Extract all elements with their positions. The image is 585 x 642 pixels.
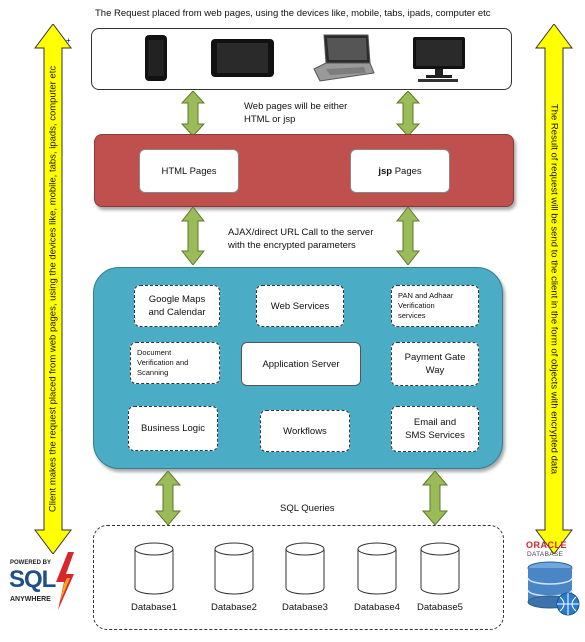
green-arrow-left-middle <box>181 207 205 265</box>
devices-box <box>91 28 512 90</box>
database-cylinder-5 <box>420 542 460 595</box>
logo-sql: SQL <box>9 566 56 593</box>
logo-oracle: ORACLE <box>526 540 567 550</box>
database-cylinder-4 <box>357 542 397 595</box>
database-cylinder-3 <box>285 542 325 595</box>
email-line2: SMS Services <box>405 430 465 441</box>
lightning-bolt-icon <box>56 552 74 610</box>
right-arrow-text: The Result of request will be send to th… <box>548 103 560 475</box>
database-area: Database1 Database2 Database3 Database4 … <box>93 525 504 630</box>
left-yellow-arrow <box>34 24 72 554</box>
tablet-icon <box>211 39 274 77</box>
application-server-label: Application Server <box>262 358 340 370</box>
google-maps-line2: and Calendar <box>148 307 206 318</box>
application-band: Google Maps and Calendar Web Services PAN… <box>93 267 503 469</box>
database-label-1: Database1 <box>131 602 177 613</box>
document-line1: Document <box>137 348 172 357</box>
pan-line2: Verification <box>398 301 435 310</box>
sql-anywhere-logo: POWERED BY SQL ANYWHERE <box>8 552 78 612</box>
business-logic-box: Business Logic <box>128 406 218 451</box>
green-arrow-right-top <box>396 91 420 136</box>
left-arrow-text: Client makes the request placed from web… <box>47 65 59 513</box>
email-line1: Email and <box>413 417 457 428</box>
jsp-pages-box: jsp Pages <box>350 149 450 193</box>
caption-sql: SQL Queries <box>280 503 335 514</box>
database-label-5: Database5 <box>417 602 463 613</box>
html-pages-label: HTML Pages <box>161 165 217 177</box>
application-server-box: Application Server <box>241 342 361 386</box>
database-stack-icon <box>527 561 580 616</box>
caption-web-pages-line2: HTML or jsp <box>244 114 296 125</box>
document-line3: Scanning <box>137 368 169 377</box>
caption-web-pages: Web pages will be either HTML or jsp <box>244 100 347 126</box>
logo-database: DATABASE <box>527 551 564 558</box>
database-cylinder-2 <box>214 542 254 595</box>
caption-ajax: AJAX/direct URL Call to the server with … <box>228 226 373 252</box>
plus-marker: + <box>66 36 71 45</box>
logo-powered-by: POWERED BY <box>10 560 52 566</box>
logo-anywhere: ANYWHERE <box>10 596 51 603</box>
jsp-pages-label: jsp Pages <box>378 166 421 177</box>
green-arrow-left-bottom <box>155 471 181 525</box>
caption-web-pages-line1: Web pages will be either <box>244 101 348 112</box>
jsp-bold: jsp <box>378 165 393 177</box>
web-services-box: Web Services <box>256 285 344 327</box>
green-arrow-right-middle <box>396 207 420 265</box>
laptop-icon <box>313 34 375 82</box>
payment-line2: Way <box>425 365 445 376</box>
caption-ajax-line2: with the encrypted parameters <box>228 240 356 251</box>
green-arrow-right-bottom <box>422 471 448 525</box>
database-label-2: Database2 <box>211 602 257 613</box>
web-services-label: Web Services <box>270 300 330 312</box>
business-logic-label: Business Logic <box>141 423 205 434</box>
mobile-phone-icon <box>145 35 167 81</box>
caption-ajax-line1: AJAX/direct URL Call to the server <box>228 227 374 238</box>
database-label-3: Database3 <box>282 602 328 613</box>
pan-line3: services <box>398 311 426 320</box>
jsp-rest: Pages <box>392 165 422 177</box>
top-caption: The Request placed from web pages, using… <box>95 8 491 19</box>
oracle-database-logo: ORACLE DATABASE <box>524 540 584 620</box>
pan-line1: PAN and Adhaar <box>398 291 454 300</box>
html-pages-box: HTML Pages <box>139 149 239 193</box>
workflows-label: Workflows <box>283 425 327 437</box>
pages-band: HTML Pages jsp Pages <box>94 134 514 207</box>
database-cylinder-1 <box>134 542 174 595</box>
database-label-4: Database4 <box>354 602 400 613</box>
google-maps-calendar-box: Google Maps and Calendar <box>134 285 220 327</box>
right-yellow-arrow <box>535 24 573 554</box>
desktop-computer-icon <box>413 37 465 82</box>
green-arrow-left-top <box>181 91 205 136</box>
payment-line1: Payment Gate <box>404 352 466 363</box>
google-maps-line1: Google Maps <box>148 294 206 305</box>
workflows-box: Workflows <box>260 410 350 452</box>
document-line2: Verification and <box>137 358 189 367</box>
